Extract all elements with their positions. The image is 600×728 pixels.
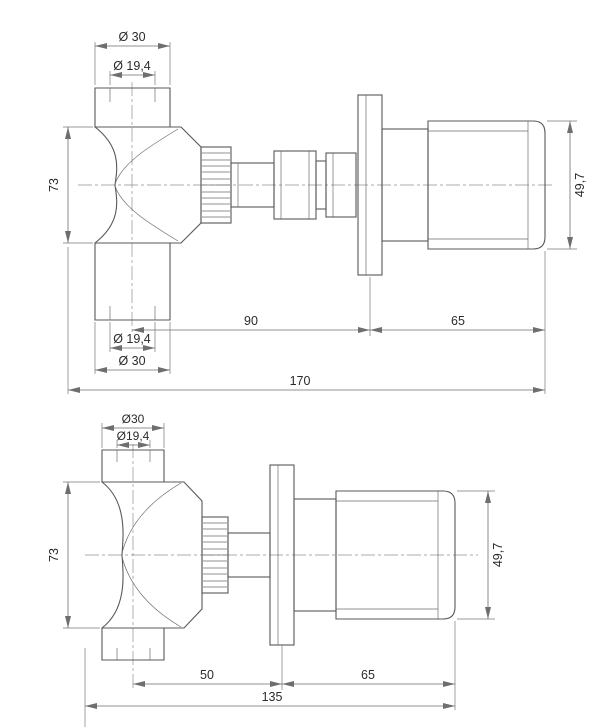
bottom-pipe-stub [94, 242, 171, 321]
handle-knob-detail-lines [336, 491, 439, 619]
valve-body-casting-curves [121, 482, 182, 628]
dim-total-length: 170 [290, 374, 311, 388]
valve-body-casting-curves [114, 128, 179, 242]
bottom-pipe-stub [101, 627, 165, 661]
dim-wall-to-handle-end: 65 [361, 668, 375, 682]
wall-coupling [325, 152, 357, 218]
top-pipe-bore-lines [109, 88, 156, 102]
dim-bottom-outer-diameter: Ø 30 [118, 354, 145, 368]
centerlines-bottom-view [85, 444, 478, 690]
handle-knob [335, 490, 456, 620]
dim-top-outer-diameter: Ø 30 [118, 30, 145, 44]
dim-body-height: 73 [47, 548, 61, 562]
ext-lines-bottom-outer [94, 322, 171, 374]
handle-knob [427, 120, 546, 250]
ext-lines-top-outer [94, 42, 171, 85]
top-pipe-stub [94, 87, 171, 128]
dim-handle-height: 49,7 [573, 173, 587, 197]
dimensions-top-view: Ø 30 Ø 19,4 73 49,7 90 65 Ø 19,4 [47, 30, 587, 394]
dim-center-to-wall: 90 [244, 314, 258, 328]
top-pipe-stub [101, 449, 165, 483]
dim-handle-height: 49,7 [491, 543, 505, 567]
dim-center-to-wall: 50 [200, 668, 214, 682]
knurl-ribs [203, 522, 227, 588]
knurl-ribs [202, 152, 230, 218]
dim-wall-to-handle-end: 65 [451, 314, 465, 328]
top-pipe-bore-lines [116, 450, 151, 462]
dim-total-length: 135 [262, 690, 283, 704]
view-bottom-short-valve: Ø30 Ø19,4 73 49,7 50 65 135 [47, 412, 505, 727]
dim-top-inner-diameter: Ø19,4 [117, 429, 150, 443]
valve-outline-top-view [94, 87, 546, 321]
union-nut-facets [280, 151, 310, 219]
view-top-long-valve: Ø 30 Ø 19,4 73 49,7 90 65 Ø 19,4 [47, 30, 587, 394]
dim-top-inner-diameter: Ø 19,4 [113, 59, 151, 73]
handle-knob-detail-lines [428, 121, 529, 249]
dim-top-outer-diameter: Ø30 [122, 412, 145, 426]
ext-lines-top-inner [109, 71, 156, 85]
dim-body-height: 73 [47, 178, 61, 192]
bottom-pipe-bore-lines [116, 648, 151, 660]
dimensions-bottom-view: Ø30 Ø19,4 73 49,7 50 65 135 [47, 412, 505, 727]
dim-bottom-inner-diameter: Ø 19,4 [113, 332, 151, 346]
bottom-pipe-bore-lines [109, 306, 156, 320]
valve-outline-bottom-view [101, 449, 456, 661]
